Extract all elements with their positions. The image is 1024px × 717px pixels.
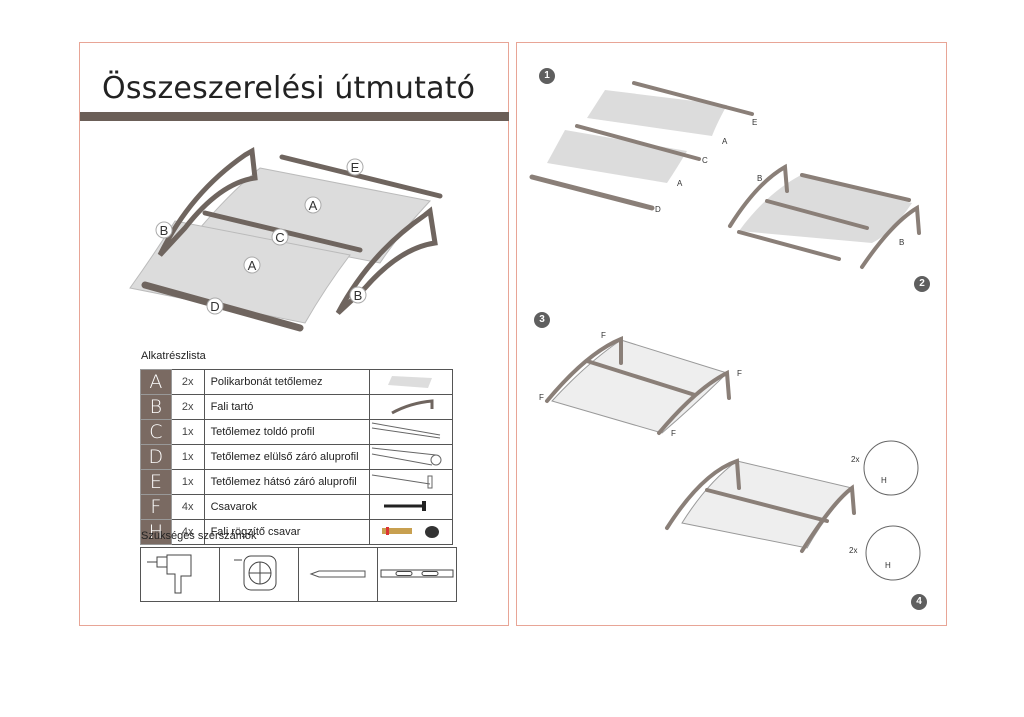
label-b: B	[354, 288, 363, 303]
wall-anchor-icon	[381, 526, 439, 538]
part-qty: 1x	[170, 444, 205, 470]
screw-icon	[383, 501, 426, 511]
polycarbonate-sheet-icon	[387, 376, 432, 388]
part-image-cell	[368, 494, 454, 520]
part-image-cell	[368, 469, 454, 495]
part-name: Tetőlemez hátsó záró aluprofil	[203, 469, 370, 495]
tool-cell	[140, 547, 220, 602]
page-title: Összeszerelési útmutató	[102, 71, 476, 106]
label-f: F	[737, 369, 742, 378]
part-letter: D	[140, 444, 172, 470]
title-bar	[80, 112, 509, 121]
part-image-cell	[368, 444, 454, 470]
label-f: F	[539, 393, 544, 402]
detail-circle-lower	[865, 525, 921, 581]
parts-list-heading: Alkatrészlista	[141, 350, 206, 362]
label-c: C	[702, 156, 708, 165]
label-e: E	[351, 160, 360, 175]
step-number-1: 1	[539, 68, 555, 84]
label-f: F	[671, 429, 676, 438]
part-image-cell	[368, 394, 454, 420]
label-c: C	[275, 230, 284, 245]
label-b: B	[899, 238, 904, 247]
joining-profile-icon	[371, 422, 441, 439]
step-number-4: 4	[911, 594, 927, 610]
wall-bracket-icon	[391, 399, 434, 415]
part-letter: F	[140, 494, 172, 520]
step-3-diagram: F F F F	[539, 331, 742, 438]
part-name: Fali tartó	[203, 394, 370, 420]
part-letter: E	[140, 469, 172, 495]
part-qty: 1x	[170, 419, 205, 445]
label-a: A	[309, 198, 318, 213]
overview-exploded-diagram: E A C A B B D	[129, 146, 443, 332]
part-qty: 1x	[170, 469, 205, 495]
part-name: Tetőlemez elülső záró aluprofil	[203, 444, 370, 470]
label-d: D	[210, 299, 219, 314]
rear-profile-icon	[371, 474, 433, 489]
step-number-2: 2	[914, 276, 930, 292]
detail-circle-upper	[863, 440, 919, 496]
part-image-cell	[368, 519, 454, 545]
part-name: Polikarbonát tetőlemez	[203, 369, 370, 395]
part-image-cell	[368, 419, 454, 445]
tool-cell	[377, 547, 457, 602]
label-b: B	[160, 223, 169, 238]
drill-icon	[147, 554, 192, 594]
step-2-diagram: BB	[728, 163, 921, 269]
label-a: A	[722, 137, 728, 146]
tool-cell	[298, 547, 378, 602]
label-e: E	[752, 118, 757, 127]
part-qty: 2x	[170, 394, 205, 420]
pencil-icon	[309, 570, 366, 578]
part-name: Tetőlemez toldó profil	[203, 419, 370, 445]
label-h: H	[885, 561, 891, 570]
tool-cell	[219, 547, 299, 602]
bracket-b-right	[335, 206, 438, 315]
step-number-3: 3	[534, 312, 550, 328]
label-a: A	[248, 258, 257, 273]
part-image-cell	[368, 369, 454, 395]
label-h: H	[881, 476, 887, 485]
spirit-level-icon	[380, 569, 454, 578]
label-d: D	[655, 205, 661, 214]
profile-e	[279, 154, 443, 199]
label-f: F	[601, 331, 606, 340]
part-letter: C	[140, 419, 172, 445]
qty-label: 2x	[851, 455, 859, 464]
front-profile-icon	[371, 447, 442, 466]
qty-label: 2x	[849, 546, 857, 555]
tools-table	[140, 547, 457, 602]
tools-heading: Szükséges szerszámok	[141, 530, 257, 542]
part-letter: A	[140, 369, 172, 395]
left-page: Összeszerelési útmutató E A C A B B D Al…	[79, 42, 509, 626]
label-a: A	[677, 179, 683, 188]
part-qty: 2x	[170, 369, 205, 395]
step-1-diagram: E A C A D	[529, 81, 757, 214]
part-letter: B	[140, 394, 172, 420]
label-b: B	[757, 174, 762, 183]
bracket-b-left	[157, 146, 258, 257]
part-qty: 4x	[170, 494, 205, 520]
part-name: Fali rögzítő csavar	[203, 519, 370, 545]
part-name: Csavarok	[203, 494, 370, 520]
tape-measure-icon	[234, 555, 277, 591]
